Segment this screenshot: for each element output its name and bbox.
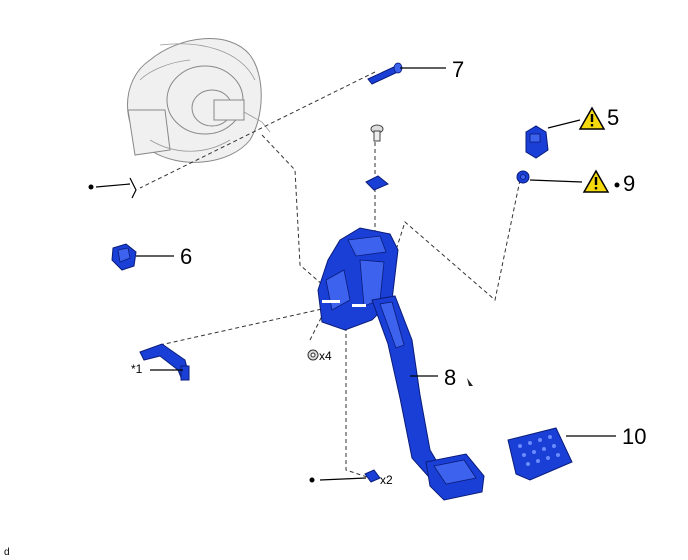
bullet-dot-icon — [309, 477, 315, 483]
warning-triangle-icon — [578, 106, 606, 130]
brake-booster-ghost — [127, 38, 271, 163]
callout-6: 6 — [180, 244, 192, 269]
callout-9: 9 — [623, 171, 635, 196]
warning-triangle-icon — [582, 169, 610, 193]
part-6 — [111, 243, 137, 271]
pedal-pad-part-10 — [507, 427, 573, 481]
bullet-dot-icon — [614, 182, 620, 188]
callout-5: 5 — [607, 105, 619, 130]
clip-part — [365, 175, 389, 191]
callout-7: 7 — [452, 57, 464, 82]
stop-lamp-switch-part-5 — [525, 125, 549, 159]
callout-star1: *1 — [131, 362, 143, 376]
clamp-part-star1 — [139, 343, 190, 382]
small-bolt-part — [364, 469, 381, 483]
leader-lines — [95, 67, 616, 481]
small-mark — [467, 378, 473, 386]
cushion-part-9 — [516, 170, 530, 184]
bullet-dot-icon — [88, 184, 94, 190]
nut-part — [307, 349, 319, 361]
bolt-part — [370, 124, 384, 142]
quantity-x4: x4 — [319, 349, 332, 363]
callout-10: 10 — [622, 424, 646, 449]
callout-8: 8 — [444, 365, 456, 390]
brake-pedal-part-8 — [317, 227, 485, 501]
corner-mark: d — [4, 547, 10, 558]
pin-part-7 — [367, 62, 403, 85]
quantity-x2: x2 — [380, 473, 393, 487]
